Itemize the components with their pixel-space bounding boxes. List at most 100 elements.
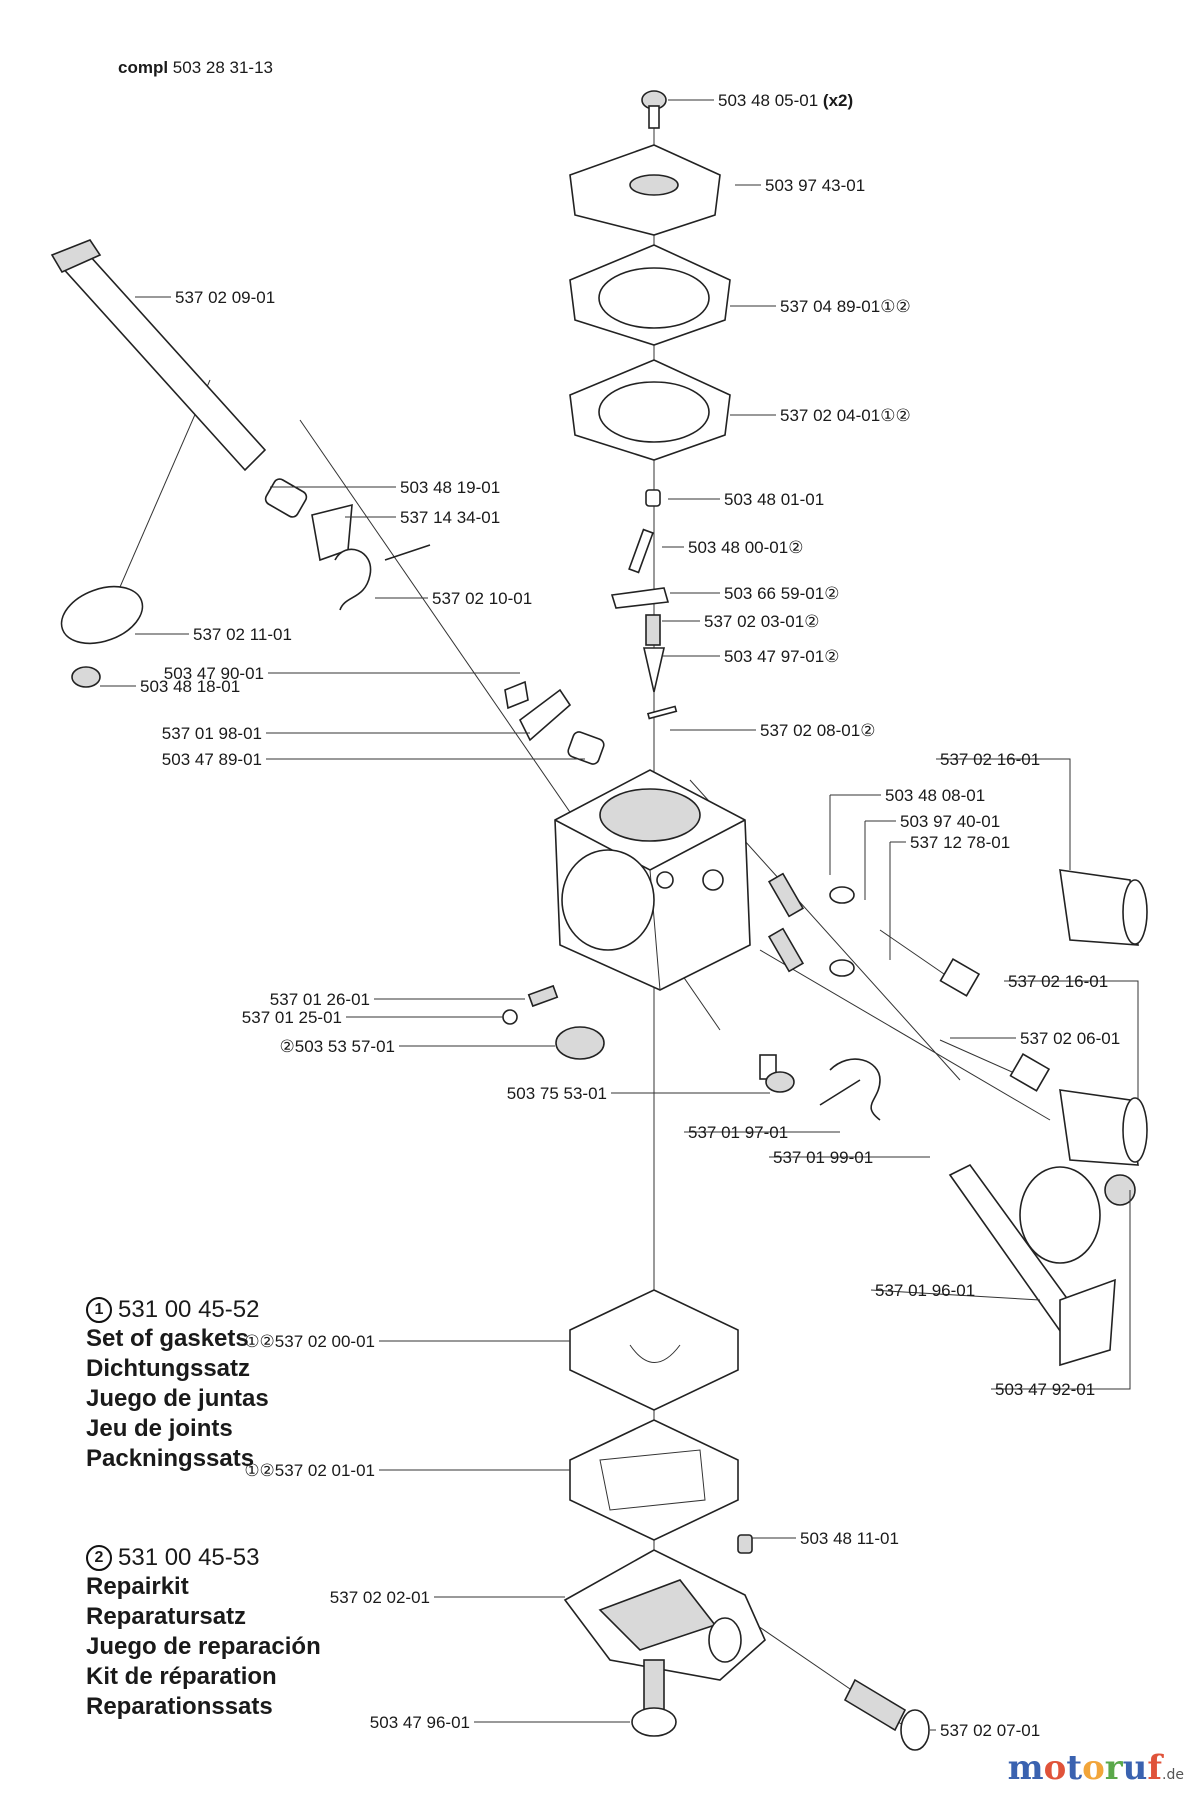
part-number-label: 537 12 78-01 <box>910 833 1010 852</box>
logo-tld: .de <box>1162 1767 1184 1783</box>
pump-diaphragm-ring <box>598 267 710 329</box>
lever-axis-line <box>109 379 211 611</box>
part-number-label: 537 02 10-01 <box>432 589 532 608</box>
throttle-spring <box>334 544 431 611</box>
kit-name-de: Reparatursatz <box>86 1603 247 1630</box>
callout-537-01-25-01: 537 01 25-01 <box>242 1008 503 1027</box>
part-number-label: ②503 53 57-01 <box>280 1037 395 1056</box>
metering-gasket-slot <box>629 1344 681 1363</box>
kit-name-fr: Kit de réparation <box>86 1663 277 1690</box>
needle-pin <box>628 528 654 574</box>
callout-537-02-04-01: 537 02 04-01①② <box>730 406 911 425</box>
part-number-label: 503 47 89-01 <box>162 750 262 769</box>
part-number-label: 503 48 08-01 <box>885 786 985 805</box>
part-number-label: 503 97 40-01 <box>900 812 1000 831</box>
callout-537-02-03-01: 537 02 03-01② <box>662 612 819 631</box>
detent-ball <box>502 1009 518 1025</box>
part-number-label: 537 02 16-01 <box>1008 972 1108 991</box>
kit-header: 2 531 00 45-53 <box>86 1544 321 1572</box>
part-number-label: 503 47 96-01 <box>370 1713 470 1732</box>
kit-name-es: Juego de reparación <box>86 1633 321 1660</box>
kit-header: 1 531 00 45-52 <box>86 1296 269 1324</box>
kit-mark-badge: 2 <box>86 1545 112 1571</box>
throttle-disc-screw <box>71 666 101 688</box>
callout-503-47-96-01: 503 47 96-01 <box>370 1713 630 1732</box>
callout-537-01-96-01: 537 01 96-01 <box>870 1281 1041 1301</box>
bottom-screw-icon <box>631 1659 677 1737</box>
part-number-label: 537 01 99-01 <box>773 1148 873 1167</box>
callout-537-01-98-01: 537 01 98-01 <box>162 724 530 743</box>
metering-diaphragm <box>569 1419 739 1541</box>
pump-gasket-ring <box>598 381 710 443</box>
throttle-shaft <box>58 243 267 472</box>
motoruf-logo[interactable]: motoruf.de <box>1007 1748 1184 1788</box>
part-number-label: 537 02 09-01 <box>175 288 275 307</box>
choke-spring <box>819 1058 881 1121</box>
part-number-label: 537 02 11-01 <box>193 625 292 644</box>
part-number-label: 503 66 59-01② <box>724 584 839 603</box>
callout-537-02-16-01: 537 02 16-01 <box>1004 972 1115 991</box>
part-number-label: 503 48 19-01 <box>400 478 500 497</box>
callout-leader <box>870 1289 1041 1301</box>
choke-lever-arm <box>1059 1278 1116 1367</box>
compl-number: 503 28 31-13 <box>172 58 273 77</box>
choke-axis-line <box>759 949 1051 1121</box>
part-number-label: 503 48 00-01② <box>688 538 803 557</box>
callout-537-01-26-01: 537 01 26-01 <box>270 990 525 1009</box>
quantity-suffix: (x2) <box>818 91 853 110</box>
callout-503-47-92-01: 503 47 92-01 <box>991 1380 1115 1399</box>
throttle-disc <box>60 585 144 645</box>
callout-503-48-18-01: 503 48 18-01 <box>100 677 240 696</box>
leader-537-02-16-01-b <box>1115 980 1139 1100</box>
callout-503-47-89-01: 503 47 89-01 <box>162 750 585 769</box>
callout-537-02-06-01: 537 02 06-01 <box>950 1029 1120 1048</box>
kit-name-sv: Packningssats <box>86 1445 255 1472</box>
high-speed-needle <box>767 872 981 997</box>
part-number-label: 537 02 08-01② <box>760 721 875 740</box>
callout-537-02-09-01: 537 02 09-01 <box>135 288 275 307</box>
part-number-label: ①②537 02 01-01 <box>244 1461 375 1480</box>
callout-503-48-00-01: 503 48 00-01② <box>662 538 803 557</box>
part-number-label: 537 14 34-01 <box>400 508 500 527</box>
kit-gasket-set: 1 531 00 45-52 Set of gaskets Dichtungss… <box>86 1296 269 1474</box>
part-number-label: 503 97 43-01 <box>765 176 865 195</box>
callout-537-14-34-01: 537 14 34-01 <box>345 508 500 527</box>
part-number-label: 537 02 04-01①② <box>780 406 911 425</box>
callout-503-47-97-01: 503 47 97-01② <box>662 647 839 666</box>
screw-top-icon <box>641 90 667 129</box>
part-number-label: 503 48 11-01 <box>800 1529 899 1548</box>
callout-503-53-57-01: ②503 53 57-01 <box>280 1037 555 1056</box>
callout-503-48-01-01: 503 48 01-01 <box>668 490 824 509</box>
callout-537-01-97-01: 537 01 97-01 <box>684 1123 840 1142</box>
metering-diaphragm-window <box>599 1449 706 1511</box>
callout-503-75-53-01: 503 75 53-01 <box>507 1084 770 1103</box>
limiter-cap-lower <box>1059 1089 1148 1166</box>
part-number-label: 503 48 18-01 <box>140 677 240 696</box>
part-number-label: 537 01 98-01 <box>162 724 262 743</box>
part-number-label: 537 02 02-01 <box>330 1588 430 1607</box>
callout-503-47-90-01: 503 47 90-01 <box>164 664 520 683</box>
kit-name-sv: Reparationssats <box>86 1693 273 1720</box>
callout-503-48-19-01: 503 48 19-01 <box>270 478 500 497</box>
part-number-label: 537 01 97-01 <box>688 1123 788 1142</box>
part-number-label: 503 75 53-01 <box>507 1084 607 1103</box>
callout-537-02-00-01: ①②537 02 00-01 <box>244 1332 570 1351</box>
part-number-label: 537 01 25-01 <box>242 1008 342 1027</box>
part-number-label: 503 47 90-01 <box>164 664 264 683</box>
part-number-label: 537 02 16-01 <box>940 750 1040 769</box>
callout-537-02-16-01: 537 02 16-01 <box>936 750 1040 769</box>
callout-503-48-11-01: 503 48 11-01 <box>752 1529 899 1548</box>
complete-assembly-label: compl 503 28 31-13 <box>118 58 273 78</box>
part-number-label: 503 47 97-01② <box>724 647 839 666</box>
part-number-label: 537 01 96-01 <box>875 1281 975 1300</box>
callout-537-12-78-01: 537 12 78-01 <box>890 833 1010 852</box>
callout-537-02-10-01: 537 02 10-01 <box>375 589 532 608</box>
part-number-label: 537 02 03-01② <box>704 612 819 631</box>
kit-number: 531 00 45-52 <box>118 1296 260 1323</box>
choke-disc-screw <box>1104 1174 1136 1206</box>
kit-name-en: Set of gaskets <box>86 1325 249 1352</box>
callout-537-02-08-01: 537 02 08-01② <box>670 721 875 740</box>
callout-537-02-01-01: ①②537 02 01-01 <box>244 1461 570 1480</box>
metering-gasket <box>569 1289 739 1411</box>
